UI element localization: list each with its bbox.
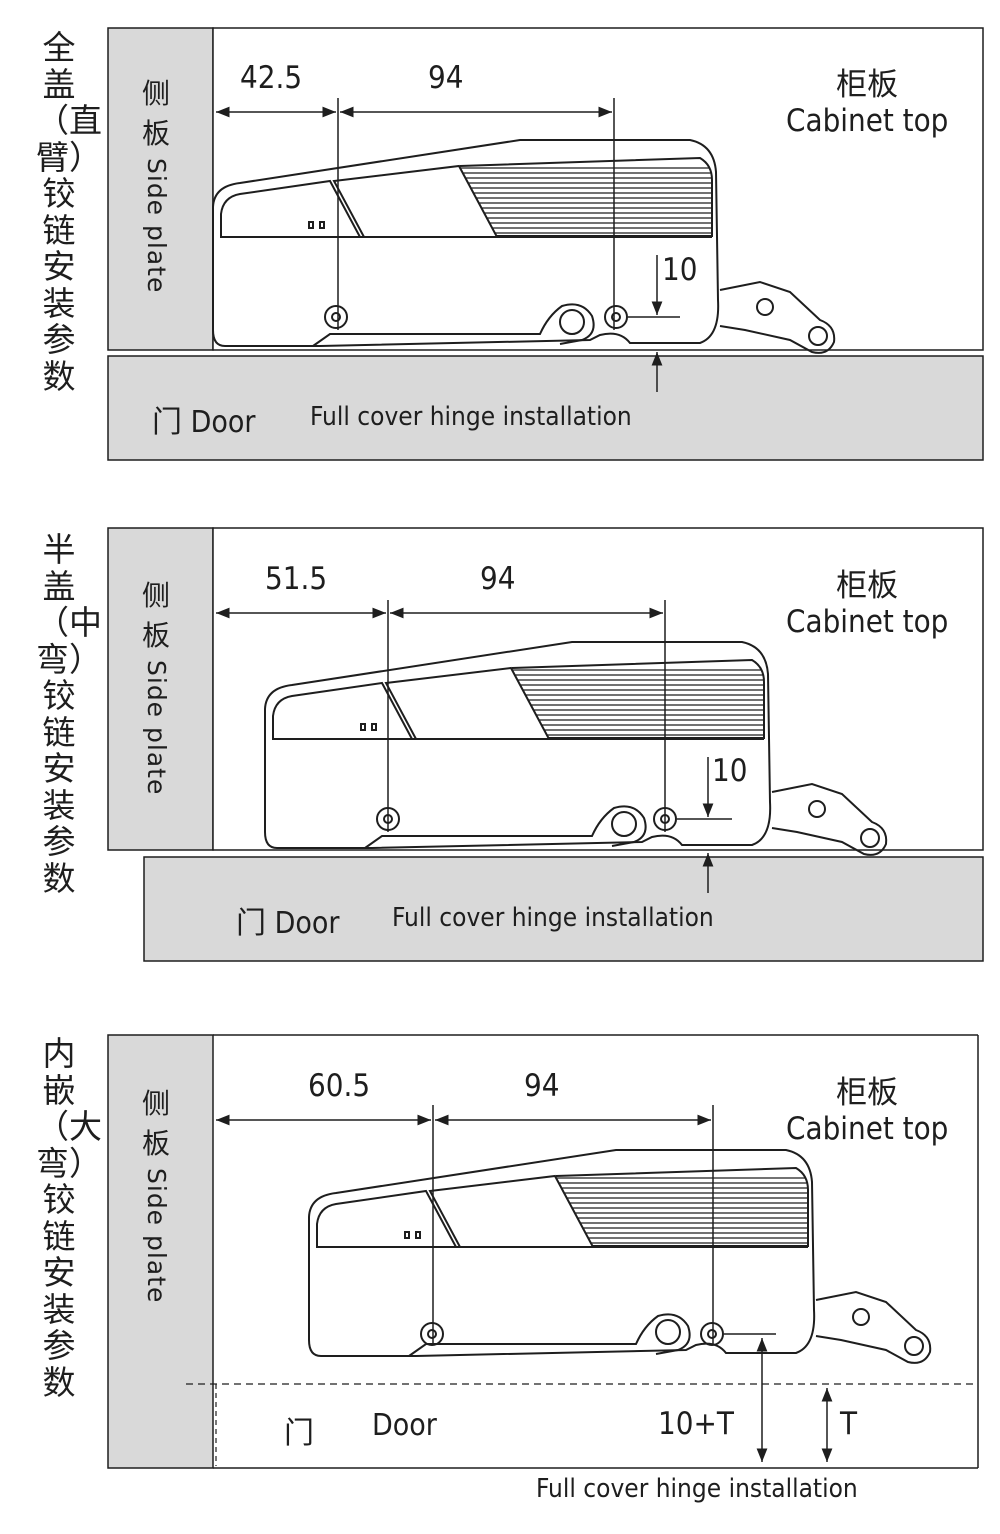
section-3-dimensions: [216, 1105, 833, 1462]
section-1-door-en: Door: [190, 405, 256, 440]
section-2-hinge: [264, 641, 888, 856]
section-2-caption: Full cover hinge installation: [392, 903, 714, 933]
section-2-door-en: Door: [274, 906, 340, 941]
section-3-dim-right: 94: [524, 1068, 560, 1104]
section-2-side-plate-label: 侧板 Side plate: [136, 576, 176, 795]
section-2-dim-right: 94: [480, 561, 516, 597]
section-3-side-plate: [107, 1034, 214, 1469]
section-1-cabinet-top: [212, 27, 984, 351]
section-2-side-plate-cn: 侧板: [141, 579, 170, 652]
section-1-dimensions: [216, 98, 680, 392]
section-3-side-plate-cn: 侧板: [141, 1087, 170, 1160]
section-3-dim-gap: 10+T: [658, 1406, 734, 1442]
section-2-side-plate-en: Side plate: [142, 660, 171, 796]
section-1-cabinet-top-en: Cabinet top: [786, 103, 949, 139]
section-3-side-plate-en: Side plate: [142, 1168, 171, 1304]
section-3-cabinet-top-en: Cabinet top: [786, 1111, 949, 1147]
section-1-side-plate-en: Side plate: [142, 158, 171, 294]
section-2-dimensions: [216, 600, 732, 893]
section-1-side-plate-cn: 侧板: [141, 77, 170, 150]
section-1-hinge: [212, 139, 836, 354]
section-1-side-plate-label: 侧板 Side plate: [136, 74, 176, 293]
section-3-side-plate-label: 侧板 Side plate: [136, 1084, 176, 1303]
section-1-dim-left: 42.5: [240, 60, 303, 96]
section-1-caption: Full cover hinge installation: [310, 402, 632, 432]
section-2-title: 半盖（中弯）铰链安装参数: [36, 530, 102, 898]
section-2-door-cn: 门: [236, 906, 266, 941]
section-3-hinge: [308, 1149, 932, 1364]
section-2-dim-left: 51.5: [265, 561, 328, 597]
section-1-side-plate: [107, 27, 214, 351]
section-3-dim-left: 60.5: [308, 1068, 371, 1104]
section-1-door-label: 门 Door: [152, 397, 255, 441]
section-3-cabinet-top-label: 柜板 Cabinet top: [786, 1075, 948, 1147]
section-1-cabinet-top-cn: 柜板: [836, 67, 899, 103]
section-3-door-en: Door: [372, 1408, 437, 1443]
section-1-dim-gap: 10: [662, 252, 698, 288]
section-3-cabinet-top-cn: 柜板: [836, 1075, 899, 1111]
section-2-dim-gap: 10: [712, 753, 748, 789]
section-1-dim-right: 94: [428, 60, 464, 96]
section-2-side-plate: [107, 527, 214, 851]
section-3-door-cn: 门: [284, 1416, 314, 1451]
section-3-caption: Full cover hinge installation: [536, 1474, 858, 1504]
section-3-dim-thickness: T: [840, 1406, 858, 1442]
section-2-door-panel: [143, 856, 984, 962]
section-1-door-panel: [107, 355, 984, 461]
section-1-cabinet-top-label: 柜板 Cabinet top: [786, 67, 948, 139]
section-3-title: 内嵌（大弯）铰链安装参数: [36, 1034, 102, 1402]
section-2-door-label: 门 Door: [236, 898, 339, 942]
section-2-cabinet-top-label: 柜板 Cabinet top: [786, 568, 948, 640]
section-2-cabinet-top-en: Cabinet top: [786, 604, 949, 640]
section-1-door-cn: 门: [152, 405, 182, 440]
section-2-cabinet-top-cn: 柜板: [836, 568, 899, 604]
